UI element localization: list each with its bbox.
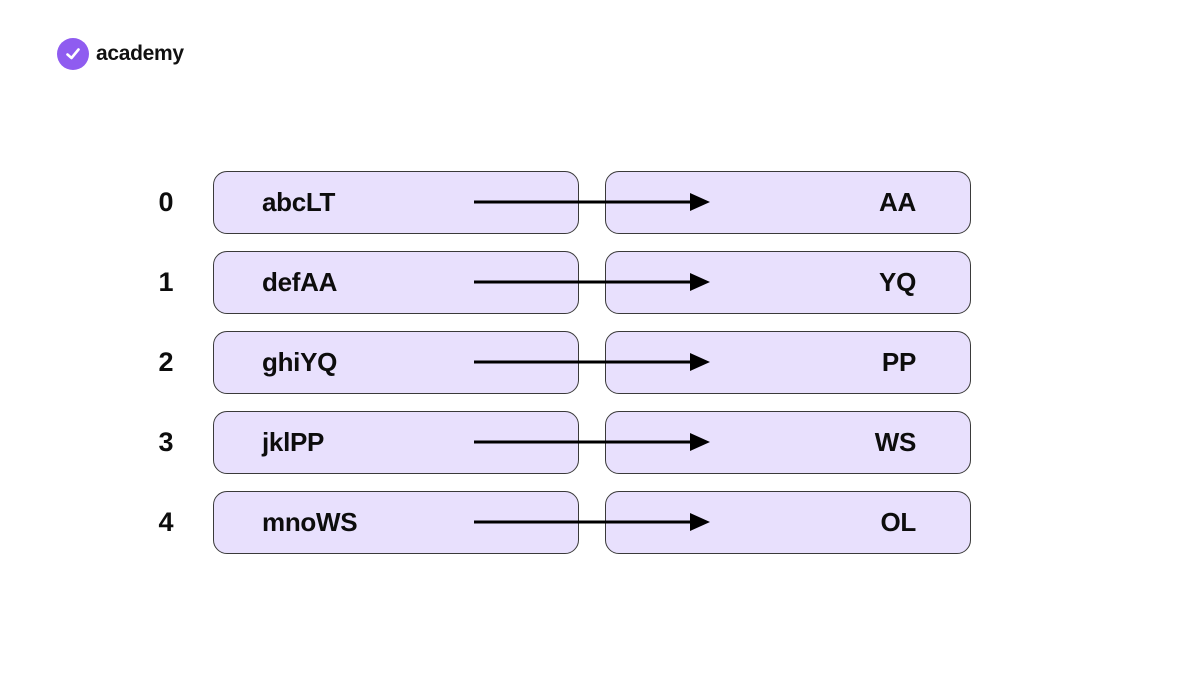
output-text: OL: [880, 507, 916, 537]
right-arrow-icon: [474, 193, 710, 211]
output-text: AA: [879, 187, 916, 217]
mapping-row: 2 ghiYQ PP: [0, 331, 1200, 394]
academy-logo: academy: [57, 38, 184, 70]
mapping-row: 1 defAA YQ: [0, 251, 1200, 314]
output-text: WS: [874, 427, 917, 457]
check-circle-icon: [57, 38, 89, 70]
input-text: defAA: [262, 267, 338, 297]
output-text: PP: [881, 347, 916, 377]
row-index: 3: [158, 427, 174, 457]
input-text: mnoWS: [262, 507, 358, 537]
right-arrow-icon: [474, 353, 710, 371]
input-box: defAA: [213, 251, 579, 314]
mapping-row: 3 jklPP WS: [0, 411, 1200, 474]
output-box: AA: [605, 171, 971, 234]
row-index: 4: [158, 507, 174, 537]
output-text: YQ: [879, 267, 916, 297]
input-text: jklPP: [262, 427, 325, 457]
row-index: 2: [158, 347, 174, 377]
logo-text: academy: [96, 42, 184, 65]
mapping-row: 0 abcLT AA: [0, 171, 1200, 234]
right-arrow-icon: [474, 513, 710, 531]
row-index: 1: [158, 267, 174, 297]
right-arrow-icon: [474, 273, 710, 291]
row-index: 0: [158, 187, 174, 217]
output-box: YQ: [605, 251, 971, 314]
input-text: ghiYQ: [262, 347, 338, 377]
input-text: abcLT: [262, 187, 336, 217]
right-arrow-icon: [474, 433, 710, 451]
mapping-row: 4 mnoWS OL: [0, 491, 1200, 554]
